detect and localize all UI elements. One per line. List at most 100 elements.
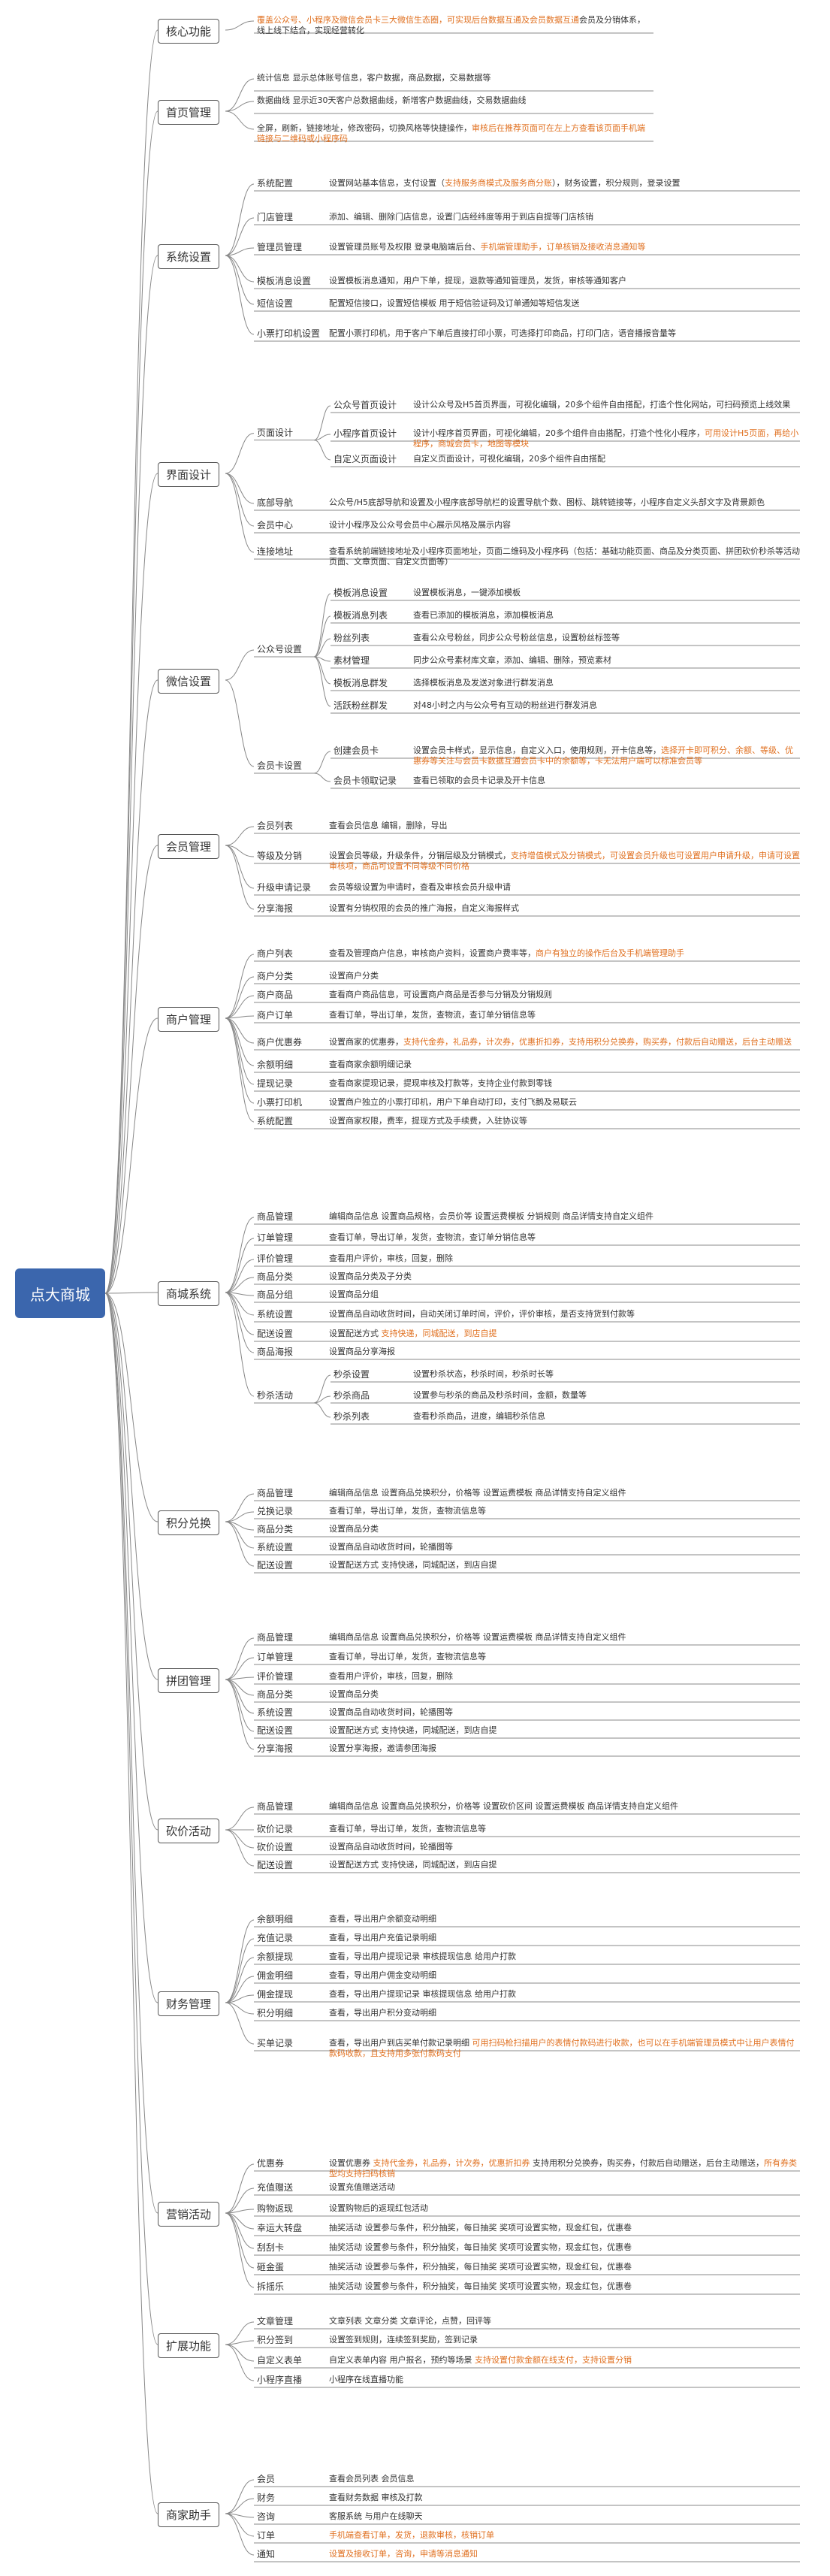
child-label[interactable]: 会员卡领取记录	[334, 776, 397, 786]
category-2[interactable]: 系统设置	[158, 244, 220, 269]
category-5[interactable]: 会员管理	[158, 834, 220, 859]
item-label[interactable]: 订单	[257, 2530, 276, 2541]
child-label[interactable]: 模板消息列表	[334, 610, 388, 621]
item-label[interactable]: 配送设置	[257, 1560, 294, 1571]
item-label[interactable]: 商户分类	[257, 971, 294, 981]
item-label[interactable]: 评价管理	[257, 1253, 294, 1264]
item-label[interactable]: 购物返现	[257, 2203, 294, 2214]
child-label[interactable]: 粉丝列表	[334, 633, 370, 643]
item-label[interactable]: 底部导航	[257, 497, 294, 508]
child-label[interactable]: 公众号首页设计	[334, 400, 397, 410]
item-label[interactable]: 小程序直播	[257, 2375, 303, 2385]
item-label[interactable]: 商户订单	[257, 1010, 294, 1020]
item-label[interactable]: 优惠券	[257, 2158, 285, 2169]
item-label[interactable]: 会员卡设置	[257, 760, 303, 771]
item-label[interactable]: 商品分类	[257, 1271, 294, 1282]
child-label[interactable]: 小程序首页设计	[334, 428, 397, 439]
item-label[interactable]: 砍价记录	[257, 1824, 294, 1834]
category-14[interactable]: 商家助手	[158, 2502, 220, 2527]
item-label[interactable]: 积分明细	[257, 2008, 294, 2018]
item-label[interactable]: 佣金提现	[257, 1989, 294, 2000]
item-label[interactable]: 财务	[257, 2493, 276, 2503]
item-label[interactable]: 商品管理	[257, 1211, 294, 1222]
item-label[interactable]: 余额提现	[257, 1952, 294, 1962]
category-10[interactable]: 砍价活动	[158, 1819, 220, 1843]
item-label[interactable]: 配送设置	[257, 1860, 294, 1870]
item-label[interactable]: 充值记录	[257, 1933, 294, 1943]
item-label[interactable]: 商户列表	[257, 948, 294, 959]
item-label[interactable]: 商品管理	[257, 1488, 294, 1498]
item-label[interactable]: 短信设置	[257, 298, 294, 309]
item-label[interactable]: 砍价设置	[257, 1842, 294, 1852]
item-label[interactable]: 订单管理	[257, 1232, 294, 1243]
item-label[interactable]: 连接地址	[257, 546, 294, 557]
item-label[interactable]: 商品分类	[257, 1524, 294, 1534]
item-label[interactable]: 兑换记录	[257, 1506, 294, 1516]
item-label[interactable]: 系统设置	[257, 1542, 294, 1553]
item-label[interactable]: 咨询	[257, 2511, 276, 2522]
item-label[interactable]: 积分签到	[257, 2335, 294, 2345]
item-label[interactable]: 公众号设置	[257, 644, 303, 655]
item-label[interactable]: 会员中心	[257, 520, 294, 531]
item-label[interactable]: 系统设置	[257, 1309, 294, 1320]
category-0[interactable]: 核心功能	[158, 19, 220, 44]
item-label[interactable]: 拆摇乐	[257, 2281, 285, 2292]
item-label[interactable]: 提现记录	[257, 1078, 294, 1089]
category-7[interactable]: 商城系统	[158, 1281, 220, 1306]
item-label[interactable]: 买单记录	[257, 2038, 294, 2048]
child-label[interactable]: 自定义页面设计	[334, 454, 397, 464]
child-label[interactable]: 素材管理	[334, 655, 370, 666]
child-label[interactable]: 模板消息设置	[334, 588, 388, 598]
child-label[interactable]: 秒杀列表	[334, 1411, 370, 1422]
item-label[interactable]: 通知	[257, 2549, 276, 2559]
category-12[interactable]: 营销活动	[158, 2202, 220, 2227]
item-label[interactable]: 订单管理	[257, 1652, 294, 1662]
item-label[interactable]: 配送设置	[257, 1725, 294, 1736]
category-8[interactable]: 积分兑换	[158, 1510, 220, 1535]
item-label[interactable]: 评价管理	[257, 1671, 294, 1682]
item-label[interactable]: 会员列表	[257, 821, 294, 831]
item-label[interactable]: 模板消息设置	[257, 276, 312, 286]
item-label[interactable]: 系统设置	[257, 1707, 294, 1718]
item-label[interactable]: 系统配置	[257, 178, 294, 189]
child-label[interactable]: 秒杀设置	[334, 1369, 370, 1380]
category-1[interactable]: 首页管理	[158, 100, 220, 125]
item-label[interactable]: 砸金蛋	[257, 2262, 285, 2272]
item-label[interactable]: 余额明细	[257, 1060, 294, 1070]
item-label[interactable]: 秒杀活动	[257, 1390, 294, 1401]
item-label[interactable]: 佣金明细	[257, 1970, 294, 1981]
item-label[interactable]: 等级及分销	[257, 851, 303, 861]
item-label[interactable]: 升级申请记录	[257, 882, 312, 893]
item-label[interactable]: 小票打印机	[257, 1097, 303, 1108]
child-label[interactable]: 模板消息群发	[334, 678, 388, 688]
item-label[interactable]: 系统配置	[257, 1116, 294, 1126]
item-label[interactable]: 分享海报	[257, 903, 294, 914]
item-label[interactable]: 分享海报	[257, 1743, 294, 1754]
item-label[interactable]: 商品分组	[257, 1290, 294, 1300]
item-label[interactable]: 商户商品	[257, 990, 294, 1000]
category-4[interactable]: 微信设置	[158, 669, 220, 694]
item-label[interactable]: 余额明细	[257, 1914, 294, 1924]
item-label[interactable]: 幸运大转盘	[257, 2223, 303, 2233]
child-label[interactable]: 活跃粉丝群发	[334, 700, 388, 711]
category-11[interactable]: 财务管理	[158, 1991, 220, 2016]
item-label[interactable]: 商品海报	[257, 1347, 294, 1357]
category-3[interactable]: 界面设计	[158, 462, 220, 487]
item-label[interactable]: 会员	[257, 2474, 276, 2484]
item-label[interactable]: 商户优惠券	[257, 1037, 303, 1048]
item-label[interactable]: 刮刮卡	[257, 2242, 285, 2253]
item-label[interactable]: 管理员管理	[257, 242, 303, 252]
item-label[interactable]: 商品管理	[257, 1632, 294, 1643]
item-label[interactable]: 商品管理	[257, 1801, 294, 1812]
child-label[interactable]: 秒杀商品	[334, 1390, 370, 1401]
item-label[interactable]: 页面设计	[257, 427, 294, 438]
item-label[interactable]: 充值赠送	[257, 2182, 294, 2193]
item-label[interactable]: 小票打印机设置	[257, 328, 321, 339]
item-label[interactable]: 商品分类	[257, 1689, 294, 1700]
item-label[interactable]: 文章管理	[257, 2316, 294, 2327]
category-6[interactable]: 商户管理	[158, 1007, 220, 1032]
root-node[interactable]: 点大商城	[15, 1268, 105, 1318]
category-13[interactable]: 扩展功能	[158, 2333, 220, 2358]
item-label[interactable]: 门店管理	[257, 212, 294, 222]
item-label[interactable]: 配送设置	[257, 1329, 294, 1339]
